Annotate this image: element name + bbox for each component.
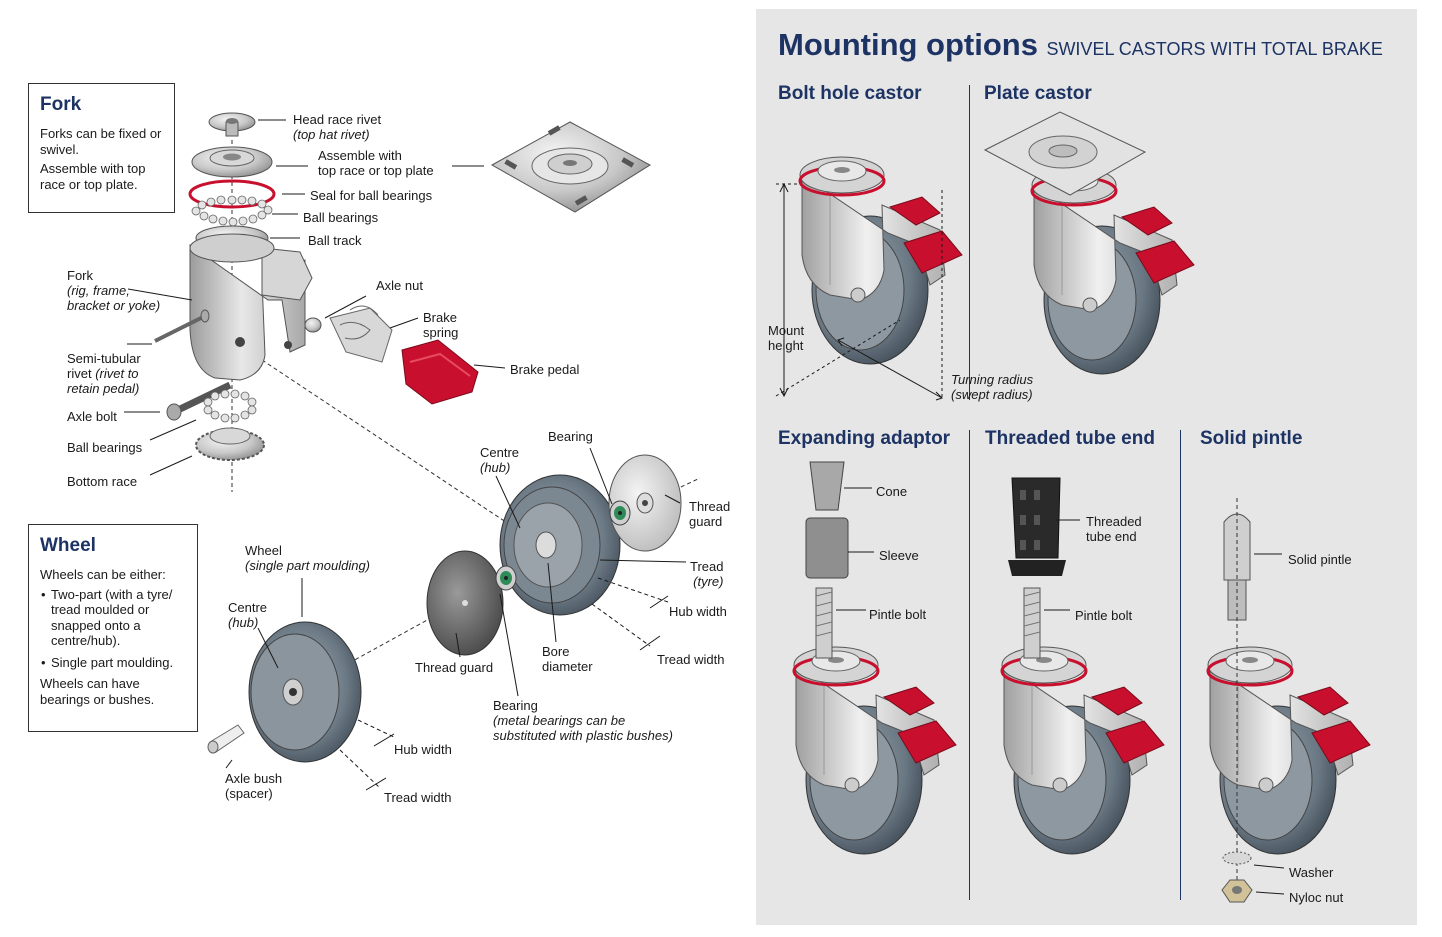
label-turning-radius: Turning radius(swept radius) [951, 372, 1034, 402]
section-bolt-hole: Bolt hole castor [778, 83, 922, 104]
brake-pedal-part [401, 339, 479, 405]
seal-ring [188, 179, 276, 209]
label-tread-width: Tread width [657, 652, 725, 667]
label-axle-bush: Axle bush(spacer) [225, 771, 283, 801]
plate-castor [983, 111, 1196, 376]
label-brake-pedal: Brake pedal [510, 362, 580, 377]
expanding-adaptor [792, 461, 958, 856]
section-solid: Solid pintle [1200, 428, 1303, 449]
label-centre-hub-2: Centre(hub) [228, 600, 268, 630]
ball-bearings-top [191, 195, 273, 227]
section-threaded: Threaded tube end [985, 428, 1155, 449]
fork-box-line2: Assemble with top race or top plate. [40, 161, 146, 192]
top-race-part [191, 146, 273, 178]
label-semi-tubular-rivet: Semi-tubular rivet (rivet to retain peda… [67, 351, 141, 396]
label-sleeve: Sleeve [879, 548, 919, 563]
label-pintle-bolt-1: Pintle bolt [869, 607, 927, 622]
wheel-box-intro: Wheels can be either: [40, 567, 166, 582]
ball-bearings-bottom [203, 389, 257, 423]
divider-bottom-1 [969, 430, 970, 900]
label-wheel: Wheel(single part moulding) [245, 543, 371, 573]
label-ball-bearings-bottom: Ball bearings [67, 440, 143, 455]
mounting-title-sub: SWIVEL CASTORS WITH TOTAL BRAKE [1046, 39, 1383, 59]
head-race-rivet-part [208, 112, 256, 137]
exploded-diagram [124, 112, 701, 791]
mounting-title-main: Mounting options [778, 27, 1038, 62]
label-tread-tyre: Tread(tyre) [690, 559, 724, 589]
section-expanding: Expanding adaptor [778, 428, 951, 449]
wheel-box-bullet-2: Single part moulding. [41, 655, 186, 671]
label-washer: Washer [1289, 865, 1334, 880]
label-bottom-race: Bottom race [67, 474, 138, 489]
section-plate: Plate castor [984, 83, 1092, 104]
label-ball-bearings-top: Ball bearings [303, 210, 379, 225]
label-tread-width-2: Tread width [384, 790, 452, 805]
solid-pintle [1206, 498, 1372, 903]
threaded-tube-end [1000, 477, 1166, 856]
label-solid-pintle: Solid pintle [1288, 552, 1352, 567]
divider-top [969, 85, 970, 400]
wheel-box-list: Two-part (with a tyre/ tread moulded or … [40, 587, 186, 671]
mounting-title: Mounting options SWIVEL CASTORS WITH TOT… [778, 27, 1383, 63]
fork-body [189, 233, 313, 381]
label-axle-nut: Axle nut [376, 278, 423, 293]
bolt-hole-castor [798, 155, 964, 366]
label-ball-track: Ball track [308, 233, 362, 248]
wheel-box-title: Wheel [40, 535, 96, 556]
label-fork: Fork(rig, frame,bracket or yoke) [67, 268, 161, 313]
label-seal: Seal for ball bearings [310, 188, 433, 203]
label-hub-width-2: Hub width [394, 742, 452, 757]
thread-guard-dark [426, 550, 504, 656]
top-plate-part [490, 121, 651, 213]
wheel-info-box: Wheel Wheels can be either: Two-part (wi… [28, 524, 198, 732]
single-part-wheel [248, 621, 362, 763]
divider-bottom-2 [1180, 430, 1181, 900]
brake-spring-part [329, 305, 393, 363]
label-hub-width: Hub width [669, 604, 727, 619]
label-axle-bolt: Axle bolt [67, 409, 117, 424]
bottom-race-part [195, 427, 265, 461]
fork-info-box: Fork Forks can be fixed or swivel. Assem… [28, 83, 175, 213]
wheel-box-outro: Wheels can have bearings or bushes. [40, 676, 155, 707]
two-part-wheel [499, 474, 621, 616]
axle-bush-part [207, 724, 245, 754]
label-cone: Cone [876, 484, 908, 499]
label-bearing-top: Bearing [548, 429, 593, 444]
fork-box-title: Fork [40, 94, 82, 115]
label-pintle-bolt-2: Pintle bolt [1075, 608, 1133, 623]
label-thread-guard-bottom: Thread guard [415, 660, 494, 675]
label-centre-hub: Centre(hub) [480, 445, 520, 475]
label-nyloc-nut: Nyloc nut [1289, 890, 1344, 905]
fork-box-line1: Forks can be fixed or swivel. [40, 126, 162, 157]
label-head-race-rivet: Head race rivet(top hat rivet) [293, 112, 382, 142]
wheel-box-bullet-1: Two-part (with a tyre/ tread moulded or … [41, 587, 186, 649]
thread-guard-light [608, 454, 682, 552]
